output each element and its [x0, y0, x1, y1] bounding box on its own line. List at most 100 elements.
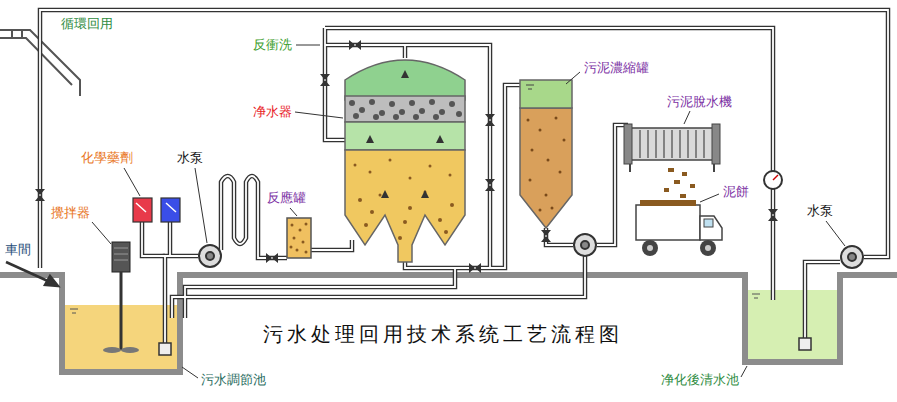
purifier	[399, 109, 405, 115]
ground	[0, 272, 897, 278]
mixer	[112, 242, 130, 272]
purifier	[370, 210, 374, 214]
chemical-tank	[133, 198, 180, 222]
workshop-roof	[12, 30, 22, 38]
leader-line	[290, 208, 297, 216]
sludge-cake	[668, 168, 674, 172]
purifier	[403, 220, 407, 224]
part-label: 泥餅	[722, 184, 750, 200]
reaction-tank	[305, 251, 308, 254]
leader-line	[182, 367, 198, 378]
truck	[640, 200, 696, 206]
purifier	[364, 223, 368, 227]
purifier	[369, 171, 372, 174]
truck	[700, 216, 722, 240]
sludge-thickener	[547, 159, 550, 162]
sludge-thickener	[520, 80, 572, 228]
purifier	[408, 206, 412, 210]
reaction-tank	[290, 246, 293, 249]
purifier	[393, 114, 399, 120]
leader-line	[741, 366, 747, 377]
strainer	[799, 338, 811, 350]
filter-press	[624, 124, 632, 164]
leader-line	[826, 221, 845, 246]
sewage-pool	[62, 272, 180, 372]
sludge-cake	[680, 194, 686, 198]
ground	[0, 272, 897, 278]
reaction-tank	[302, 241, 305, 244]
purifier	[379, 110, 385, 116]
purifier	[345, 96, 465, 122]
clean-water-pool	[748, 290, 837, 359]
leader-line	[700, 194, 719, 202]
purifier	[345, 60, 465, 262]
reaction-tank	[299, 229, 302, 232]
sludge-cake	[664, 188, 669, 192]
filter-press	[640, 130, 704, 158]
purifier	[389, 101, 395, 107]
sludge-thickener	[526, 85, 534, 89]
purifier	[345, 150, 465, 262]
sludge-cake	[674, 180, 680, 184]
valve	[266, 253, 278, 263]
valve	[485, 114, 495, 126]
part-label: 反衝洗	[252, 37, 293, 53]
truck	[704, 219, 713, 227]
purifier	[349, 100, 355, 106]
part-label: 水泵	[806, 203, 834, 219]
purifier	[429, 165, 432, 168]
part-label: 車間	[4, 242, 32, 258]
valve	[469, 263, 481, 273]
valve	[320, 74, 330, 86]
mixer	[103, 242, 139, 353]
pump	[848, 253, 856, 261]
purifier	[413, 114, 419, 120]
truck	[705, 245, 711, 251]
leader-line	[566, 72, 580, 84]
flow-arrow	[436, 135, 444, 143]
mixer	[120, 272, 123, 350]
sludge-thickener	[529, 179, 532, 182]
reaction-tank	[290, 223, 308, 254]
purifier	[438, 218, 442, 222]
sludge-thickener	[527, 119, 530, 122]
sludge-thickener	[527, 117, 566, 212]
purifier	[345, 122, 465, 150]
sludge-thickener	[531, 149, 534, 152]
sludge-thickener	[559, 171, 562, 174]
flow-arrow	[401, 70, 409, 78]
purifier	[359, 107, 365, 113]
pressure-gauge	[764, 171, 782, 189]
leader-line	[92, 45, 845, 378]
purifier	[429, 99, 435, 105]
pump	[574, 234, 596, 256]
sludge-thickener	[539, 209, 542, 212]
sludge-thickener	[551, 207, 554, 210]
purifier	[373, 114, 379, 120]
leader-line	[92, 222, 111, 244]
filter-press	[624, 124, 720, 172]
part-label: 净水器	[252, 104, 293, 120]
purifier	[389, 159, 392, 162]
pipe-outline	[40, 10, 888, 345]
purifier	[353, 113, 359, 119]
part-label: 净化後清水池	[660, 372, 740, 388]
inflow-arrow	[45, 276, 58, 286]
purifier	[345, 60, 465, 100]
pump	[206, 252, 214, 260]
filter-press	[712, 124, 720, 164]
purifier	[379, 194, 382, 197]
part-label: 污水調節池	[200, 372, 267, 388]
chemical-tank	[133, 198, 152, 222]
leader-line	[296, 45, 320, 46]
reaction-tank	[287, 218, 311, 258]
truck	[647, 245, 653, 251]
filter-press	[630, 164, 714, 172]
reaction-tank	[291, 224, 294, 227]
sludge-thickener	[539, 129, 542, 132]
pressure-gauge	[764, 171, 782, 189]
purifier	[444, 230, 448, 234]
truck	[636, 205, 700, 240]
mixer	[103, 347, 121, 353]
